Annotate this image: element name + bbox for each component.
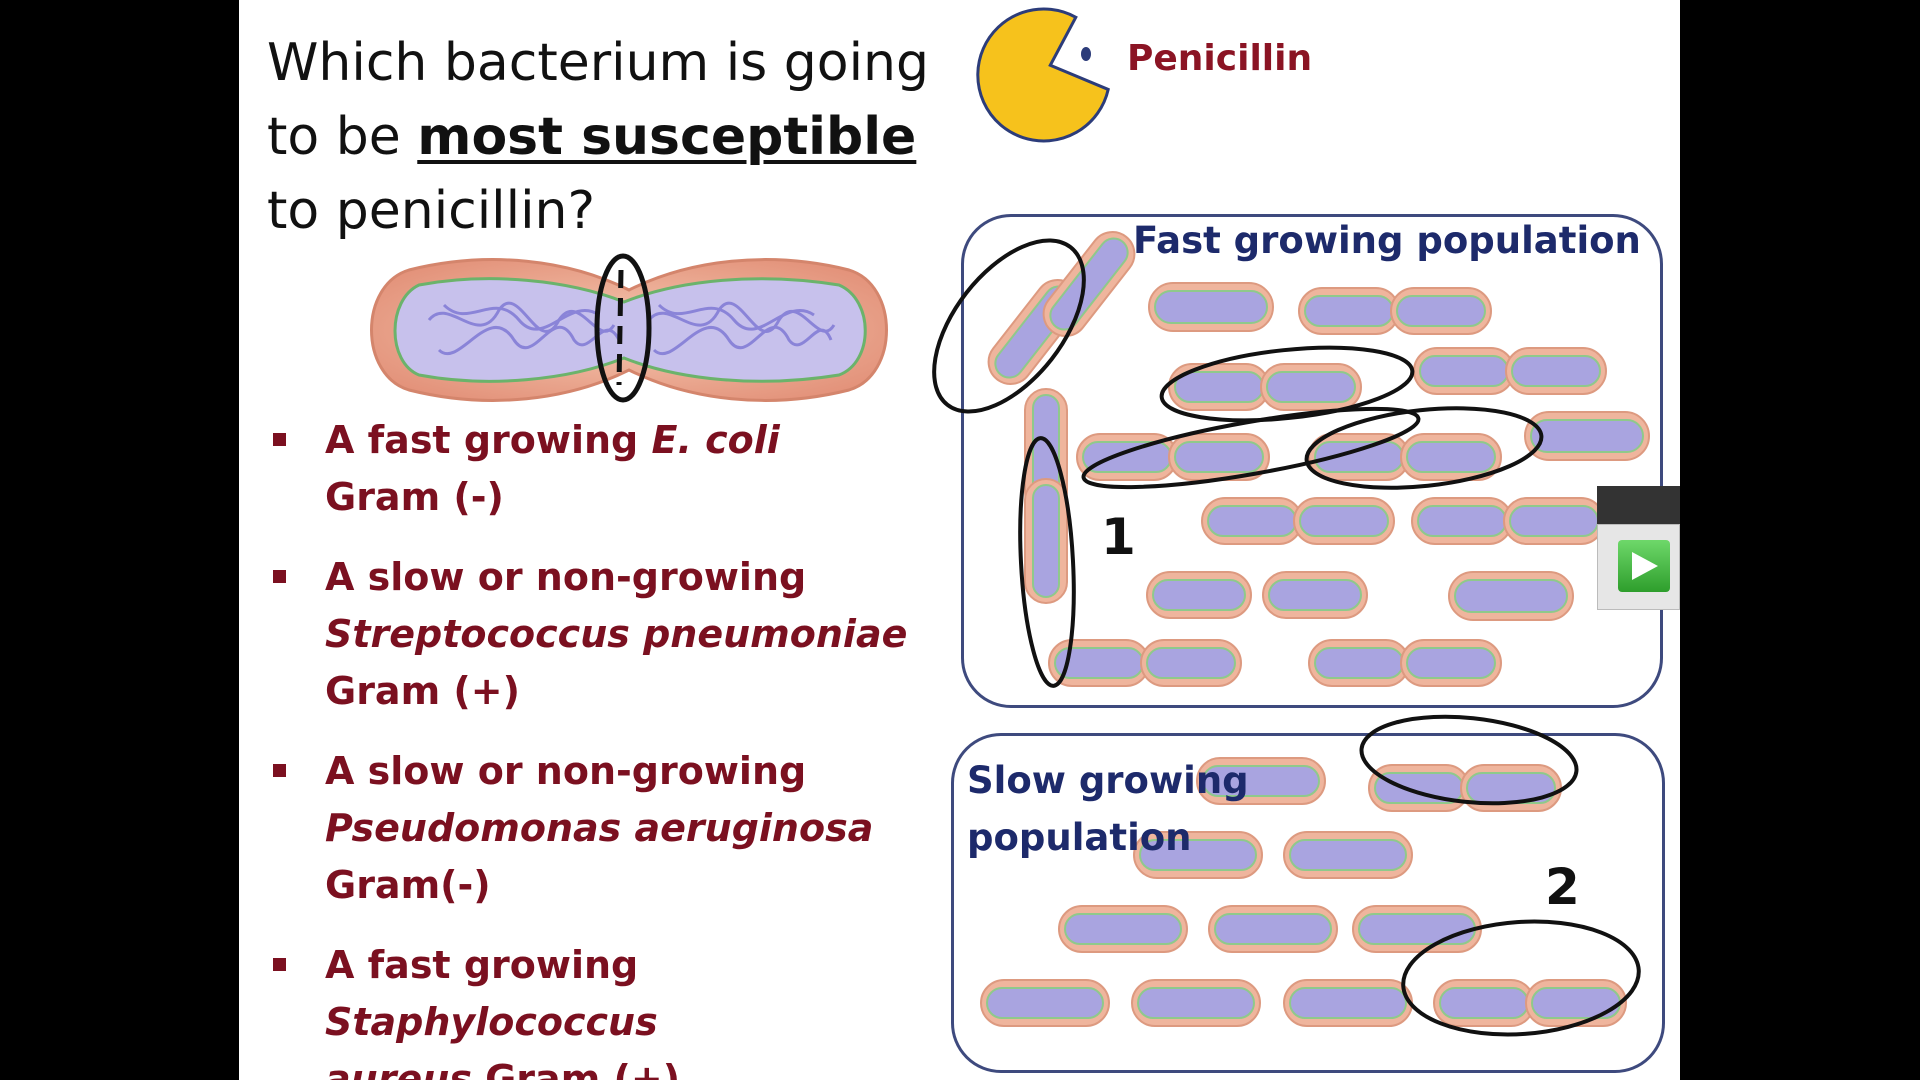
annotation-number-2: 2 — [1545, 858, 1580, 916]
question-part2: to penicillin? — [267, 181, 596, 241]
bacterium-cell — [1505, 347, 1607, 395]
bacterium-cell — [1208, 905, 1338, 953]
play-widget-header — [1597, 486, 1680, 524]
bacterium-cell — [1524, 411, 1650, 461]
bacterium-cell — [1168, 433, 1270, 481]
slide-canvas: Which bacterium is going to be most susc… — [239, 0, 1680, 1080]
hand-drawn-circle — [1304, 406, 1544, 490]
bacterium-cell — [1283, 979, 1413, 1027]
play-widget-body — [1597, 524, 1680, 610]
bacterium-cell — [1433, 979, 1535, 1027]
option-fast-e-coli[interactable]: A fast growing E. coli Gram (-) — [269, 412, 969, 526]
bacterium-cell — [1058, 905, 1188, 953]
bacterium-cell — [1196, 757, 1326, 805]
pacman-penicillin-icon — [974, 6, 1119, 151]
bacterium-cell — [1400, 433, 1502, 481]
bacterium-cell — [1293, 497, 1395, 545]
hand-drawn-circle — [1359, 714, 1579, 806]
bacterium-cell — [1308, 433, 1410, 481]
bacterium-cell — [1140, 639, 1242, 687]
hand-drawn-circle — [1401, 919, 1641, 1037]
bacterium-cell — [1131, 979, 1261, 1027]
slow-panel-title: Slow growing population — [967, 759, 1249, 859]
bacterium-cell — [1525, 979, 1627, 1027]
question-part1: Which bacterium is going to be — [267, 33, 930, 167]
bacterium-cell — [1400, 639, 1502, 687]
hand-drawn-circle — [932, 238, 1086, 414]
hand-drawn-circle — [1081, 406, 1421, 490]
bacterium-cell — [1133, 831, 1263, 879]
hand-drawn-circle — [1159, 345, 1415, 423]
bacterium-cell — [1146, 571, 1252, 619]
fast-panel-title: Fast growing population — [1133, 219, 1641, 262]
bullet — [273, 433, 286, 446]
bacterium-cell — [1201, 497, 1303, 545]
option-text: A fast growing — [325, 943, 639, 987]
bacterium-cell — [980, 979, 1110, 1027]
question-emphasis: most susceptible — [417, 107, 917, 167]
hand-drawn-circle — [1018, 436, 1076, 688]
bacterium-cell — [1148, 282, 1274, 332]
annotation-number-1: 1 — [1101, 508, 1136, 566]
option-slow-streptococcus[interactable]: A slow or non-growing Streptococcus pneu… — [269, 549, 969, 720]
bacteria-populations — [932, 231, 1650, 1037]
bacterium-cell — [1298, 287, 1400, 335]
bacterium-cell — [1260, 363, 1362, 411]
option-organism: Pseudomonas aeruginosa — [325, 806, 874, 850]
bacterium-cell — [1048, 639, 1150, 687]
option-text: A slow or non-growing — [325, 555, 807, 599]
bacterium-cell — [1308, 639, 1410, 687]
penicillin-label: Penicillin — [1127, 38, 1313, 79]
bullet — [273, 570, 286, 583]
option-organism: Streptococcus pneumoniae — [325, 612, 908, 656]
bacterium-cell — [1368, 764, 1470, 812]
bacterium-cell — [1413, 347, 1515, 395]
option-organism: E. coli — [651, 418, 780, 462]
option-gram: Gram(-) — [325, 863, 491, 907]
dividing-bacterium-illustration — [370, 253, 888, 403]
bacterium-cell — [1262, 571, 1368, 619]
bacterium-cell — [1168, 363, 1270, 411]
play-icon[interactable] — [1618, 540, 1670, 592]
question-text: Which bacterium is going to be most susc… — [267, 26, 947, 248]
media-play-widget[interactable] — [1597, 486, 1680, 610]
bacterium-cell — [1503, 497, 1605, 545]
bacterium-cell — [1024, 478, 1068, 604]
answer-options-list: A fast growing E. coli Gram (-) A slow o… — [269, 412, 969, 1080]
bacterium-cell — [1448, 571, 1574, 621]
bacterium-cell — [1352, 905, 1482, 953]
option-slow-pseudomonas[interactable]: A slow or non-growing Pseudomonas aerugi… — [269, 743, 969, 914]
option-text: A fast growing — [325, 418, 652, 462]
bullet — [273, 764, 286, 777]
option-gram: Gram (-) — [325, 475, 504, 519]
bacterium-cell — [1042, 231, 1136, 337]
bacterium-cell — [1411, 497, 1513, 545]
option-gram: Gram (+) — [325, 669, 520, 713]
bacterium-cell — [1390, 287, 1492, 335]
bullet — [273, 958, 286, 971]
bacterium-cell — [1283, 831, 1413, 879]
option-gram: Gram (+) — [471, 1057, 681, 1080]
option-text: A slow or non-growing — [325, 749, 807, 793]
